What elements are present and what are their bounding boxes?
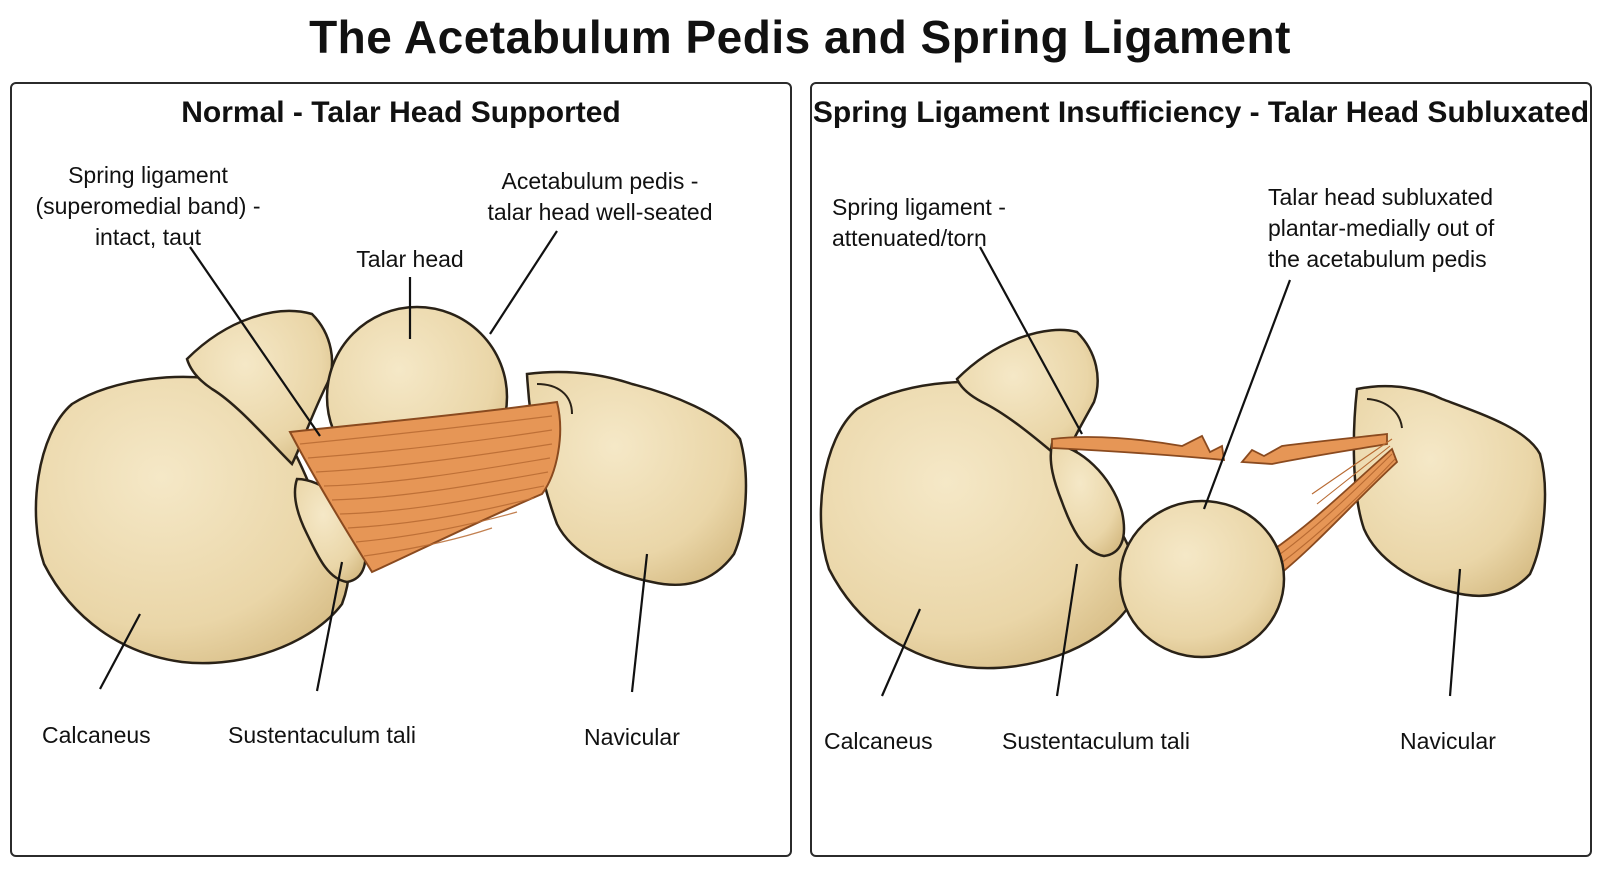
label-acetabulum-line2: talar head well-seated (487, 199, 713, 225)
label-calcaneus: Calcaneus (42, 722, 151, 748)
label-talar-head: Talar head (356, 246, 464, 272)
ligament-fibers (299, 415, 553, 557)
panel-insufficiency: Spring Ligament Insufficiency - Talar He… (810, 82, 1592, 857)
label-talar-head-subluxated: Talar head subluxated plantar-medially o… (1268, 182, 1494, 275)
label-spring-ligament-line1: Spring ligament (68, 162, 228, 188)
talus-body-bone (185, 309, 334, 467)
navicular-ridge (1366, 398, 1403, 429)
panel-normal-title: Normal - Talar Head Supported (181, 96, 621, 129)
label-spring-ligament: Spring ligament (superomedial band) - in… (30, 160, 266, 253)
label-sustentaculum: Sustentaculum tali (228, 722, 416, 748)
label-navicular: Navicular (1400, 728, 1496, 754)
label-navicular: Navicular (584, 724, 680, 750)
navicular-bone (525, 370, 748, 586)
label-talar-head-line2: plantar-medially out of (1268, 215, 1495, 241)
sustentaculum-bone (1049, 442, 1126, 558)
normal-foot-illustration (34, 230, 748, 693)
label-talar-head-line1: Talar head subluxated (1268, 184, 1494, 210)
label-acetabulum-line1: Acetabulum pedis - (501, 168, 699, 194)
label-calcaneus: Calcaneus (824, 728, 933, 754)
navicular-bone (1352, 384, 1547, 598)
panel-insufficiency-title: Spring Ligament Insufficiency - Talar He… (812, 96, 1590, 129)
label-spring-ligament: Spring ligament - attenuated/torn (832, 192, 1006, 254)
leader-sustentaculum (1055, 563, 1079, 697)
label-spring-ligament-line2: (superomedial band) - (35, 193, 261, 219)
leader-talar-head (1202, 279, 1292, 510)
spring-ligament-intact (288, 400, 562, 574)
stretched-fibers (1271, 438, 1396, 568)
talus-body-bone (955, 328, 1099, 465)
spring-ligament-torn-left (1051, 434, 1226, 462)
label-spring-ligament-line2: attenuated/torn (832, 225, 987, 251)
label-acetabulum: Acetabulum pedis - talar head well-seate… (482, 166, 718, 228)
leader-acetabulum (489, 230, 558, 335)
leader-spring-ligament (979, 246, 1083, 435)
leader-navicular (630, 553, 649, 693)
spring-ligament-torn-right (1240, 432, 1388, 465)
diagram-title: The Acetabulum Pedis and Spring Ligament (309, 11, 1291, 63)
navicular-ridge (536, 383, 573, 415)
label-talar-head-line3: the acetabulum pedis (1268, 246, 1487, 272)
talar-head-subluxated-bone (1118, 499, 1286, 659)
leader-calcaneus (880, 608, 922, 697)
panel-normal: Normal - Talar Head Supported (10, 82, 792, 857)
leader-navicular (1448, 568, 1462, 697)
leader-spring-ligament (189, 246, 321, 437)
leader-sustentaculum (315, 561, 344, 692)
label-spring-ligament-line1: Spring ligament - (832, 194, 1006, 220)
insufficiency-foot-illustration (819, 246, 1547, 697)
leader-calcaneus (99, 613, 141, 690)
label-spring-ligament-line3: intact, taut (94, 224, 202, 250)
label-sustentaculum: Sustentaculum tali (1002, 728, 1190, 754)
